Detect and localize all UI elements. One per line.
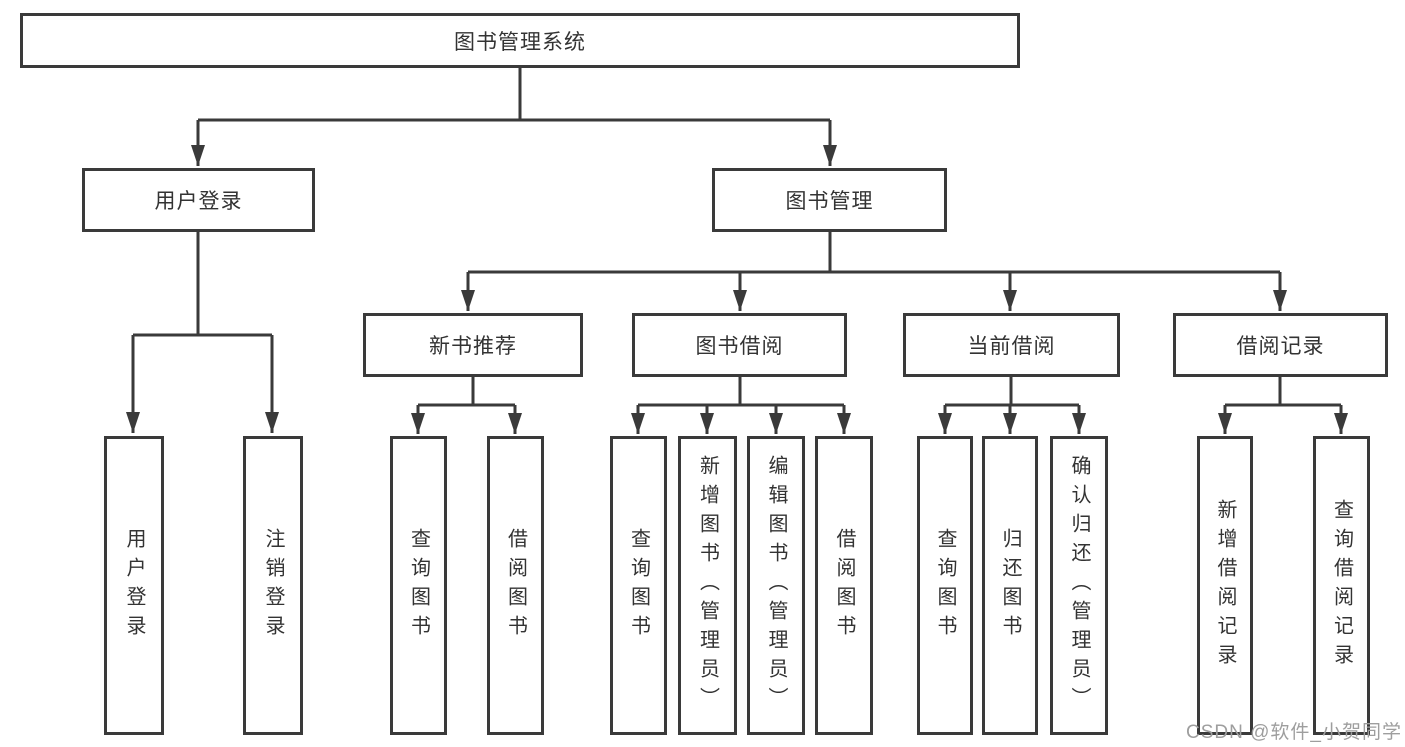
leaf-confirm-return-admin: 确认归还（管理员） — [1050, 436, 1108, 735]
node-label: 图书管理系统 — [454, 30, 586, 54]
node-label: 图书借阅 — [695, 335, 784, 358]
node-label: 用户登录 — [154, 190, 243, 213]
leaf-borrow-books: 借阅图书 — [815, 436, 873, 735]
leaf-add-books-admin: 新增图书（管理员） — [678, 436, 737, 735]
leaf-query-books-current: 查询图书 — [917, 436, 973, 735]
node-user-login: 用户登录 — [82, 168, 315, 232]
node-new-book-recommendation: 新书推荐 — [363, 313, 583, 377]
node-label: 查询图书 — [407, 527, 430, 644]
node-current-borrowing: 当前借阅 — [903, 313, 1120, 377]
leaf-borrow-books-recommend: 借阅图书 — [487, 436, 544, 735]
leaf-user-login: 用户登录 — [104, 436, 164, 735]
node-label: 注销登录 — [262, 527, 284, 644]
node-label: 确认归还（管理员） — [1068, 455, 1090, 716]
node-book-management: 图书管理 — [712, 168, 947, 232]
leaf-add-borrow-record: 新增借阅记录 — [1197, 436, 1253, 735]
node-label: 新书推荐 — [429, 335, 517, 358]
node-borrowing-records: 借阅记录 — [1173, 313, 1388, 377]
node-label: 用户登录 — [123, 527, 145, 644]
node-label: 当前借阅 — [967, 335, 1056, 358]
node-label: 借阅图书 — [833, 527, 855, 644]
node-library-management-system: 图书管理系统 — [20, 13, 1020, 68]
node-label: 归还图书 — [999, 527, 1021, 644]
node-label: 编辑图书（管理员） — [765, 455, 787, 716]
node-label: 查询借阅记录 — [1330, 498, 1353, 673]
leaf-query-books-recommend: 查询图书 — [390, 436, 447, 735]
leaf-query-books-borrowing: 查询图书 — [610, 436, 667, 735]
node-label: 查询图书 — [934, 527, 956, 644]
leaf-return-books: 归还图书 — [982, 436, 1038, 735]
node-label: 新增图书（管理员） — [696, 455, 719, 716]
leaf-logout: 注销登录 — [243, 436, 303, 735]
node-label: 借阅记录 — [1236, 335, 1325, 358]
csdn-watermark: CSDN @软件_小贺同学 — [1186, 722, 1402, 743]
node-label: 借阅图书 — [504, 527, 527, 644]
leaf-query-borrow-record: 查询借阅记录 — [1313, 436, 1370, 735]
leaf-edit-books-admin: 编辑图书（管理员） — [747, 436, 805, 735]
node-label: 新增借阅记录 — [1214, 498, 1236, 673]
node-label: 图书管理 — [785, 190, 874, 213]
node-book-borrowing: 图书借阅 — [632, 313, 847, 377]
node-label: 查询图书 — [627, 527, 650, 644]
